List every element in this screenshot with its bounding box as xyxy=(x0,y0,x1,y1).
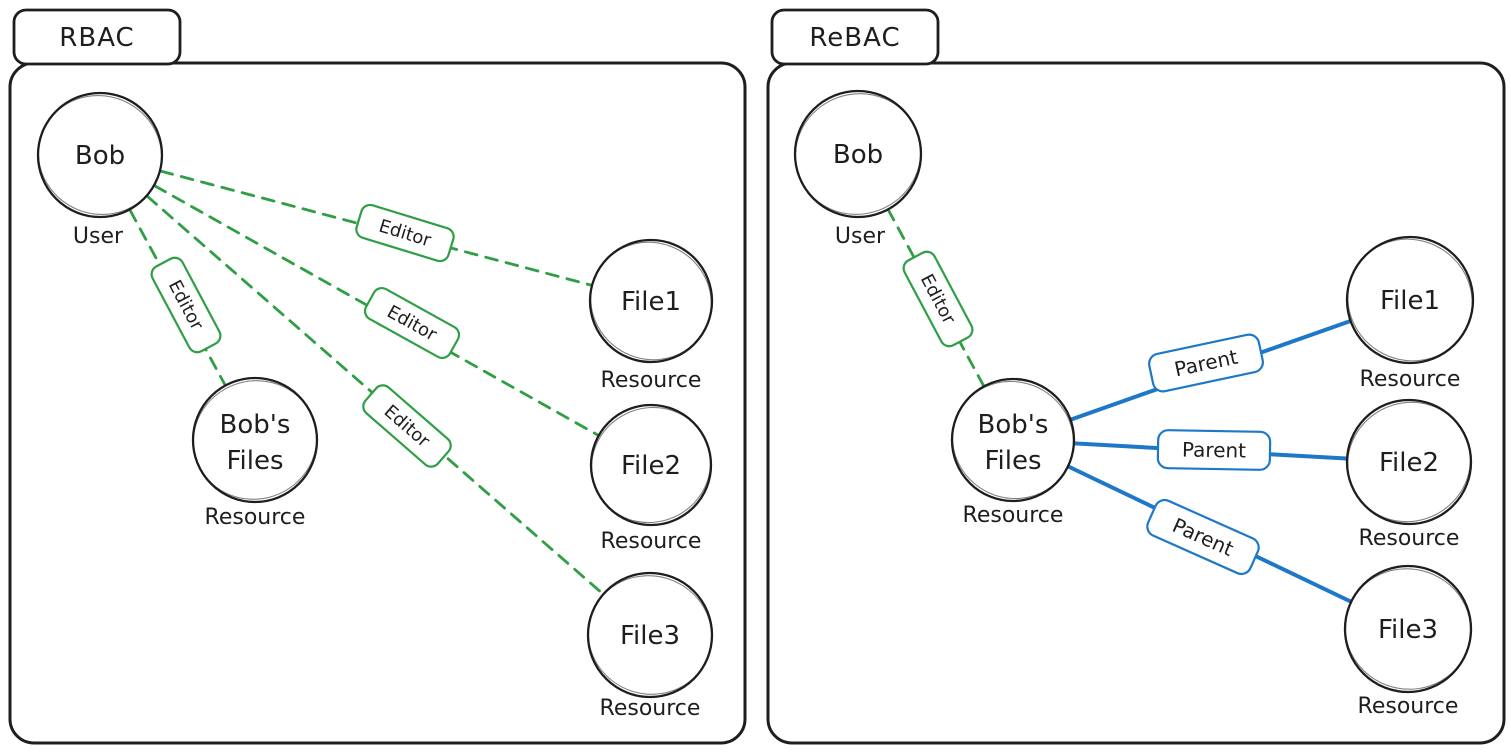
node-file1-circle xyxy=(588,238,714,364)
edge-label-editor-box xyxy=(355,203,455,263)
edge-label-editor-file2: Editor xyxy=(363,286,461,360)
node-file1-label: File1 xyxy=(621,287,681,317)
panel-rebac: ReBAC Bob User Bob's Files Resource File… xyxy=(766,8,1506,745)
node-file3: File3 Resource xyxy=(586,571,714,721)
node-file3: File3 Resource xyxy=(1343,564,1473,719)
panel-rebac-tab xyxy=(770,8,940,66)
node-file3-sublabel: Resource xyxy=(600,696,701,721)
node-file1-circle xyxy=(1345,235,1475,365)
panel-rbac-tab xyxy=(12,8,182,66)
node-bobs-files-sketch-stroke xyxy=(192,380,318,500)
node-file1-label: File1 xyxy=(1380,286,1440,316)
edge-label-editor-file1: Editor xyxy=(355,203,455,263)
edge-label-editor-box xyxy=(902,250,974,348)
node-file2-sublabel: Resource xyxy=(1359,526,1460,551)
panel-rbac-title: RBAC xyxy=(59,23,134,53)
panel-rebac-title: ReBAC xyxy=(809,23,900,53)
node-file2-sketch-stroke xyxy=(1347,401,1471,523)
edge-label-parent-box xyxy=(1156,429,1272,471)
node-bob: Bob User xyxy=(793,89,923,249)
node-file2-sublabel: Resource xyxy=(601,529,702,554)
node-file3-sketch-stroke xyxy=(587,575,713,695)
node-file1-sketch-stroke xyxy=(1347,238,1473,362)
edge-label-editor-box xyxy=(362,384,452,468)
node-bobs-files-label-line1: Bob's xyxy=(978,410,1049,440)
node-bob-label: Bob xyxy=(833,140,883,170)
edge-label-parent-box xyxy=(1148,333,1264,393)
node-file1: File1 Resource xyxy=(588,238,714,393)
node-file3-sketch-stroke xyxy=(1344,568,1472,690)
node-file3-sublabel: Resource xyxy=(1358,694,1459,719)
node-file1-sublabel: Resource xyxy=(1360,367,1461,392)
node-file2: File2 Resource xyxy=(1345,398,1473,551)
node-bobs-files-label-line1: Bob's xyxy=(220,410,291,440)
edge-label-editor-box xyxy=(363,286,461,360)
edge-label-editor-bobs-files: Editor xyxy=(902,250,974,348)
edge-label-editor-box xyxy=(150,256,222,354)
node-bobs-files: Bob's Files Resource xyxy=(191,376,319,530)
node-bobs-files-sublabel: Resource xyxy=(963,503,1064,528)
node-file1-sketch-stroke xyxy=(590,241,712,361)
node-bob-sublabel: User xyxy=(835,224,886,249)
node-file3-label: File3 xyxy=(620,621,680,651)
panel-rbac: RBAC Bob User Bob's Files Resource File1… xyxy=(8,8,747,745)
node-file2: File2 Resource xyxy=(589,403,713,554)
node-bobs-files-sublabel: Resource xyxy=(205,505,306,530)
node-bobs-files-label-line2: Files xyxy=(984,446,1041,476)
panel-rebac-frame xyxy=(766,61,1506,745)
node-bob-sketch-stroke xyxy=(37,95,163,215)
node-file1-sublabel: Resource xyxy=(601,368,702,393)
node-bob-sketch-stroke xyxy=(794,93,922,215)
edge-label-parent-file2: Parent xyxy=(1156,429,1272,471)
edge-label-parent-box xyxy=(1146,498,1260,576)
node-file2-label: File2 xyxy=(621,451,681,481)
edge-label-parent-text: Parent xyxy=(1182,437,1247,462)
node-bob-label: Bob xyxy=(75,141,125,171)
node-file2-label: File2 xyxy=(1379,448,1439,478)
edge-label-parent-file1: Parent xyxy=(1148,333,1264,393)
node-bobs-files-sketch-stroke xyxy=(951,380,1075,500)
node-bobs-files: Bob's Files Resource xyxy=(950,377,1076,528)
node-file1: File1 Resource xyxy=(1345,235,1475,392)
node-bob: Bob User xyxy=(36,91,164,249)
node-bobs-files-label-line2: Files xyxy=(226,446,283,476)
node-file2-sketch-stroke xyxy=(590,406,712,524)
node-bob-sublabel: User xyxy=(73,224,124,249)
node-file3-label: File3 xyxy=(1378,615,1438,645)
